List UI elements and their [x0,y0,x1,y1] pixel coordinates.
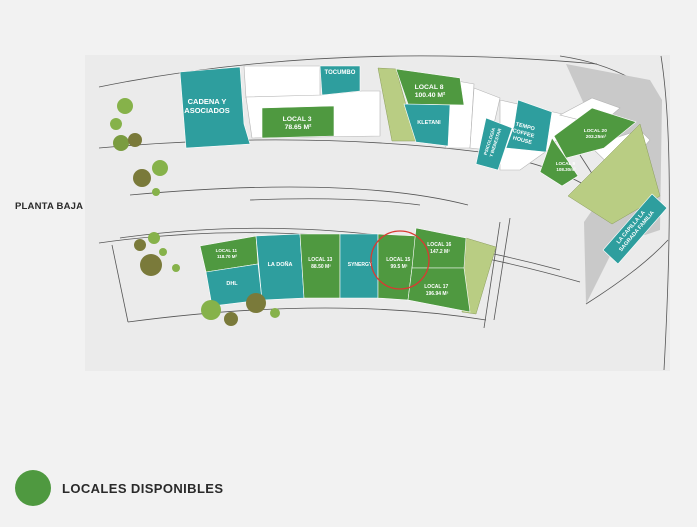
label-local16: LOCAL 16 147.2 M² [427,242,452,255]
unit-kletani[interactable] [403,103,451,147]
label-local9: LOCAL 9 108.30m² [556,161,576,172]
label-local20: LOCAL 20 203.25m² [584,128,608,140]
label-local15: LOCAL 15 99.5 M² [386,257,411,270]
legend: LOCALES DISPONIBLES [15,470,223,506]
plan-outline [98,55,670,371]
unit-local17[interactable] [407,267,471,313]
label-local3: LOCAL 3 78.65 M² [283,116,314,131]
unit-local8[interactable] [395,68,465,106]
unit-capilla[interactable] [602,193,668,265]
label-local8: LOCAL 8 100.40 M² [415,84,446,99]
unit-tempo[interactable] [505,99,553,153]
unit-local3[interactable] [261,105,335,139]
landscape-strips [377,67,661,315]
trees [110,98,280,326]
label-local13: LOCAL 13 88.50 M² [308,257,333,270]
unit-cadena[interactable] [179,66,251,149]
label-tempo: TEMPO COFFEE HOUSE [510,121,538,146]
unit-psicologia[interactable] [475,117,513,171]
unit-tocumbo[interactable] [319,65,361,96]
highlight-circle [370,230,430,290]
legend-available-swatch [15,470,51,506]
label-local11: LOCAL 11 118.70 M² [216,248,239,259]
label-tocumbo: TOCUMBO [325,70,356,76]
floor-label: PLANTA BAJA [15,201,84,212]
unit-local9[interactable] [539,137,579,187]
label-synergy: SYNERGY [348,262,373,268]
unit-local20[interactable] [553,107,637,159]
label-ladona: LA DOÑA [268,261,293,268]
legend-available-label: LOCALES DISPONIBLES [62,480,224,496]
label-kletani: KLETANI [417,120,441,126]
label-local17: LOCAL 17 196.94 M² [424,284,449,297]
label-dhl: DHL [226,281,238,287]
label-cadena: CADENA Y ASOCIADOS [184,97,229,115]
